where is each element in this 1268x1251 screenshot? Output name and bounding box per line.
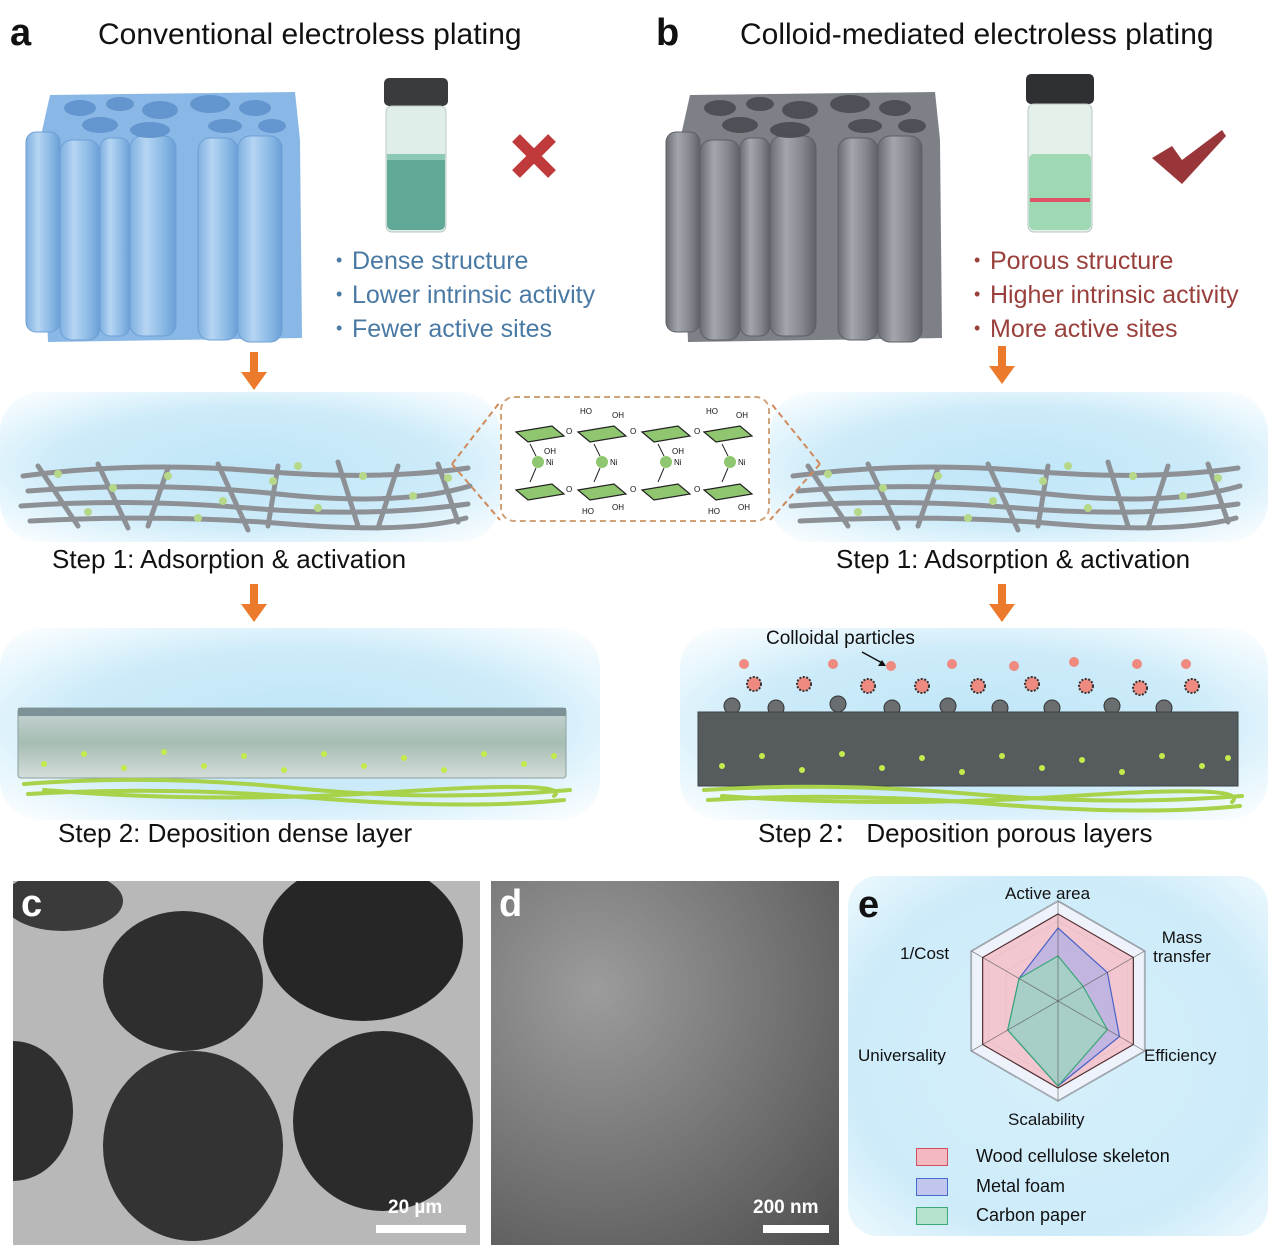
radar-axis-spoke (1057, 950, 1145, 1002)
panel-b-letter: b (656, 12, 680, 54)
hydroxyl-label: OH (612, 503, 624, 512)
scale-bar-d (763, 1225, 829, 1233)
axis-label-efficiency: Efficiency (1144, 1046, 1217, 1065)
colloidal-particles-row1 (739, 657, 1191, 671)
radar-inner-frame (982, 913, 1134, 1089)
bullet-item: Porous structure (974, 244, 1239, 278)
metal-coated-block (665, 92, 942, 343)
axis-label-universality: Universality (858, 1046, 946, 1065)
hydroxyl-label: HO (580, 407, 592, 416)
legend-label-carbon-paper: Carbon paper (976, 1205, 1087, 1225)
cellulose-structure-diagram: Ni Ni Ni Ni HO OH HO OH OH OH HO OH HO O… (514, 407, 754, 516)
hydroxyl-label: HO (706, 407, 718, 416)
radar-axis-spoke (1057, 1000, 1145, 1052)
legend-swatch-metal-foam (916, 1177, 948, 1196)
legend-item-wood: Wood cellulose skeleton (916, 1146, 1170, 1167)
panel-a-title: Conventional electroless plating (98, 18, 522, 51)
hydroxyl-label: OH (736, 411, 748, 420)
scale-bar-c (376, 1225, 466, 1233)
vial-conventional (384, 78, 448, 233)
fiber-mat-a (18, 459, 473, 533)
radar-axis-spoke (971, 950, 1059, 1002)
colloid-annotation: Colloidal particles (766, 628, 915, 649)
ni-label: Ni (738, 458, 746, 467)
glycosidic-o-label: O (630, 485, 636, 494)
ni-label: Ni (674, 458, 682, 467)
colloidal-particles-row2 (746, 676, 1200, 696)
ni-label: Ni (610, 458, 618, 467)
axis-label-active-area: Active area (1005, 884, 1091, 903)
panel-d-letter: d (499, 883, 523, 925)
hydroxyl-label: OH (612, 411, 624, 420)
panel-b-bullets: Porous structure Higher intrinsic activi… (974, 244, 1239, 346)
panel-a-bullets: Dense structure Lower intrinsic activity… (336, 244, 595, 346)
panel-b-step1-label: Step 1: Adsorption & activation (836, 544, 1191, 574)
wood-skeleton-block (25, 92, 302, 343)
panel-a-step2-label: Step 2: Deposition dense layer (58, 818, 413, 848)
hydroxyl-label: HO (708, 507, 720, 516)
inset-zoom-lines (451, 401, 821, 521)
legend-label-metal-foam: Metal foam (976, 1176, 1066, 1196)
bullet-item: Dense structure (336, 244, 595, 278)
bullet-item: Fewer active sites (336, 312, 595, 346)
checkmark-icon (1152, 130, 1226, 184)
panel-a-letter: a (10, 12, 32, 54)
axis-label-mass-transfer: Mass transfer (1152, 928, 1212, 966)
radar-axis-spoke (971, 1000, 1059, 1052)
panel-e-letter: e (858, 884, 880, 926)
hydroxyl-label: OH (544, 447, 556, 456)
ni-label: Ni (546, 458, 554, 467)
bullet-item: Higher intrinsic activity (974, 278, 1239, 312)
vial-colloid (1026, 74, 1094, 233)
scale-bar-label-c: 20 µm (388, 1197, 443, 1218)
fiber-mat-b (788, 459, 1243, 533)
hydroxyl-label: OH (738, 503, 750, 512)
legend-swatch-carbon-paper (916, 1206, 948, 1225)
bullet-item: Lower intrinsic activity (336, 278, 595, 312)
cross-icon (512, 134, 556, 178)
porous-layer-illustration (697, 657, 1244, 813)
glycosidic-o-label: O (694, 427, 700, 436)
scale-bar-label-d: 200 nm (753, 1197, 819, 1218)
glycosidic-o-label: O (566, 427, 572, 436)
hydroxyl-label: HO (582, 507, 594, 516)
sem-image-d: d 200 nm (491, 881, 839, 1245)
legend-swatch-wood (916, 1147, 948, 1166)
radar-chart (970, 900, 1146, 1102)
panel-a-step1-label: Step 1: Adsorption & activation (52, 544, 407, 574)
sem-image-c: c 20 µm (13, 881, 480, 1245)
colloid-annotation-arrow (861, 651, 886, 666)
glycosidic-o-label: O (566, 485, 572, 494)
bullet-item: More active sites (974, 312, 1239, 346)
legend-item-metal-foam: Metal foam (916, 1176, 1065, 1197)
hydroxyl-label: OH (672, 447, 684, 456)
panel-c-letter: c (21, 883, 43, 925)
legend-label-wood: Wood cellulose skeleton (976, 1146, 1170, 1166)
axis-label-1-cost: 1/Cost (900, 944, 950, 963)
legend-item-carbon-paper: Carbon paper (916, 1205, 1086, 1226)
radar-legend: Wood cellulose skeleton Metal foam Carbo… (916, 1146, 1236, 1236)
panel-b-title: Colloid-mediated electroless plating (740, 18, 1214, 51)
glycosidic-o-label: O (694, 485, 700, 494)
axis-label-scalability: Scalability (1008, 1110, 1085, 1129)
glycosidic-o-label: O (630, 427, 636, 436)
dense-layer-illustration (17, 707, 572, 807)
cellulose-ni-inset: Ni Ni Ni Ni HO OH HO OH OH OH HO OH HO O… (500, 396, 770, 522)
axis-label-mass-transfer-text: Mass transfer (1153, 928, 1211, 966)
panel-b-step2-label: Step 2： Deposition porous layers (758, 818, 1153, 848)
